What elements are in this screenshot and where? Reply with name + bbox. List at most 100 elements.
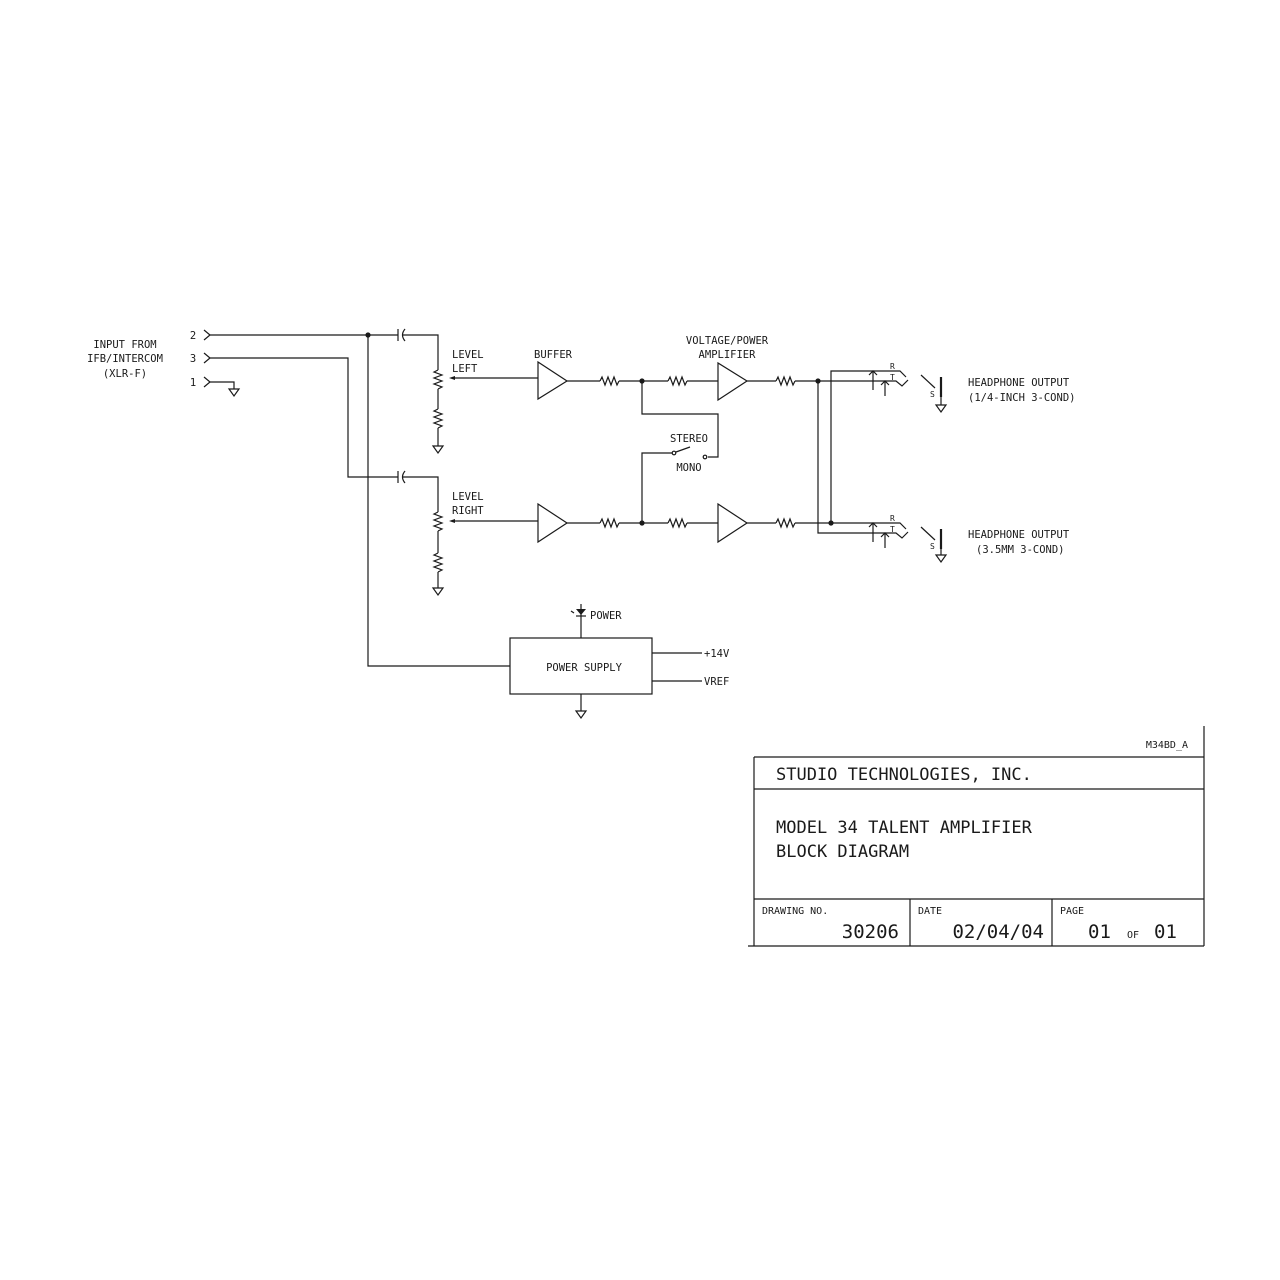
vref-label: VREF xyxy=(704,676,729,688)
level-left-line1: LEVEL xyxy=(452,349,484,361)
ground-icon xyxy=(934,404,948,414)
ring-label: R xyxy=(890,362,895,371)
pin-1-ground-wire xyxy=(210,381,235,389)
input-label-line3: (XLR-F) xyxy=(103,368,147,380)
sleeve-label: S xyxy=(930,390,935,399)
buffer-right-amp-icon xyxy=(537,502,569,544)
level-right-pot-icon xyxy=(432,511,444,532)
stereo-label: STEREO xyxy=(670,433,708,445)
mono-label: MONO xyxy=(676,462,701,474)
tip-arrow-icon xyxy=(880,532,890,538)
tip-lead xyxy=(920,374,936,389)
of-label: OF xyxy=(1127,930,1139,941)
date-label: DATE xyxy=(918,906,942,917)
switch-right-wire xyxy=(641,452,672,523)
pin-1-contact xyxy=(203,376,211,388)
power-supply-section: POWER SUPPLY POWER +14V VREF xyxy=(509,604,730,720)
right-to-upper-jack-wire xyxy=(830,370,870,523)
sleeve-label: S xyxy=(930,542,935,551)
buffer-label: BUFFER xyxy=(534,349,573,361)
tip-label: T xyxy=(890,373,895,382)
power-supply-label: POWER SUPPLY xyxy=(546,662,623,674)
drawing-no-label: DRAWING NO. xyxy=(762,906,828,917)
output-mini-line2: (3.5MM 3-COND) xyxy=(976,544,1065,556)
tip-arrow-icon xyxy=(880,380,890,386)
tip-contact xyxy=(870,531,909,539)
page-label: PAGE xyxy=(1060,906,1084,917)
headphone-jack-3-5mm: R T S HEADPHONE OUTPUT (3.5MM 3-COND) xyxy=(868,514,1070,564)
ring-arrow-icon xyxy=(868,370,878,376)
switch-contact xyxy=(702,454,708,460)
wiper-arrow-icon xyxy=(449,376,455,380)
xlr-input-connector: INPUT FROM IFB/INTERCOM (XLR-F) 2 3 1 xyxy=(87,329,241,398)
level-right-line2: RIGHT xyxy=(452,505,484,517)
output-quarter-line2: (1/4-INCH 3-COND) xyxy=(968,392,1075,404)
right-channel: LEVEL RIGHT xyxy=(397,470,870,597)
ground-icon xyxy=(574,710,588,720)
level-left-pot-icon xyxy=(432,369,444,390)
resistor-icon xyxy=(667,517,688,529)
amplifier-left-amp-icon xyxy=(717,361,749,402)
date-value: 02/04/04 xyxy=(952,921,1044,943)
output-mini-line1: HEADPHONE OUTPUT xyxy=(968,529,1070,541)
wiper-arrow-icon xyxy=(449,519,455,523)
ring-contact xyxy=(870,370,907,378)
drawing-no-value: 30206 xyxy=(842,921,899,943)
pin-1-label: 1 xyxy=(190,377,196,389)
ring-label: R xyxy=(890,514,895,523)
pin-1-ground-icon xyxy=(227,388,241,398)
stereo-mono-switch: STEREO MONO xyxy=(641,381,719,523)
input-label-line2: IFB/INTERCOM xyxy=(87,353,163,365)
level-left-line2: LEFT xyxy=(452,363,478,375)
output-cross-wiring xyxy=(817,370,870,534)
headphone-jack-quarter-inch: R T S HEADPHONE OUTPUT (1/4-INCH 3-COND) xyxy=(868,362,1075,414)
cap-to-pot-left xyxy=(402,334,439,370)
resistor-icon xyxy=(775,517,796,529)
switch-left-wire xyxy=(641,381,719,458)
resistor-right-ground-icon xyxy=(432,552,444,573)
power-led-icon xyxy=(576,609,586,615)
power-feed-wire xyxy=(367,335,510,667)
drawing-ref: M34BD_A xyxy=(1146,740,1188,751)
pin-3-wire xyxy=(210,357,398,478)
pin-3-label: 3 xyxy=(190,353,196,365)
ground-icon xyxy=(431,445,445,455)
title-block: M34BD_A STUDIO TECHNOLOGIES, INC. MODEL … xyxy=(748,726,1205,947)
page-value: 01 xyxy=(1088,921,1111,943)
ring-arrow-icon xyxy=(868,522,878,528)
resistor-icon xyxy=(667,375,688,387)
power-led-label: POWER xyxy=(590,610,622,622)
pin-2-contact xyxy=(203,329,211,341)
resistor-icon xyxy=(599,517,620,529)
amplifier-right-amp-icon xyxy=(717,502,749,544)
total-pages-value: 01 xyxy=(1154,921,1177,943)
switch-contact xyxy=(671,450,677,456)
input-label-line1: INPUT FROM xyxy=(93,339,156,351)
tip-label: T xyxy=(890,525,895,534)
cap-to-pot-right xyxy=(402,476,439,512)
tip-lead xyxy=(920,526,936,541)
plus14-label: +14V xyxy=(704,648,730,660)
pin-2-label: 2 xyxy=(190,330,196,342)
led-light-ray xyxy=(570,610,575,614)
buffer-left-amp-icon xyxy=(537,360,569,401)
left-channel: LEVEL LEFT BUFFER VOLTAGE/POWER AMPLIFIE… xyxy=(397,328,870,455)
output-quarter-line1: HEADPHONE OUTPUT xyxy=(968,377,1070,389)
tip-contact xyxy=(870,379,909,387)
pin-3-contact xyxy=(203,352,211,364)
resistor-left-ground-icon xyxy=(432,408,444,429)
ground-icon xyxy=(934,554,948,564)
drawing-title-line1: MODEL 34 TALENT AMPLIFIER xyxy=(776,818,1033,838)
ground-icon xyxy=(431,587,445,597)
left-to-lower-jack-wire xyxy=(817,381,870,534)
drawing-title-line2: BLOCK DIAGRAM xyxy=(776,842,909,862)
level-right-line1: LEVEL xyxy=(452,491,484,503)
switch-blade-icon xyxy=(675,446,691,453)
company-name: STUDIO TECHNOLOGIES, INC. xyxy=(776,765,1032,785)
resistor-icon xyxy=(775,375,796,387)
amplifier-label-line2: AMPLIFIER xyxy=(699,349,757,361)
ring-contact xyxy=(870,522,907,530)
resistor-icon xyxy=(599,375,620,387)
amplifier-label-line1: VOLTAGE/POWER xyxy=(686,335,769,347)
